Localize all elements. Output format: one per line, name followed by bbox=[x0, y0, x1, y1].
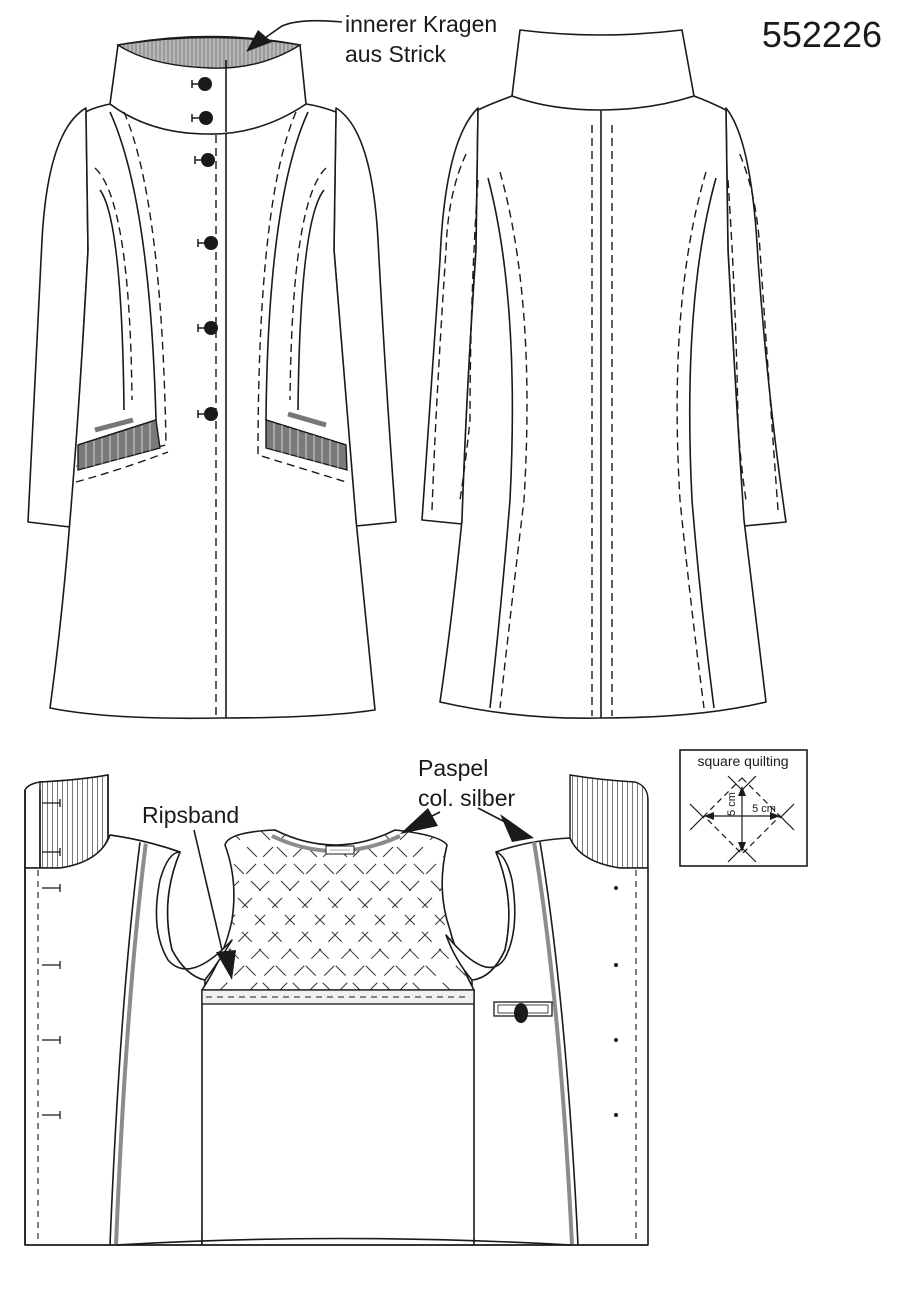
button bbox=[198, 77, 212, 91]
back-right-sleeve-stitch bbox=[737, 149, 779, 511]
ripsband-label: Ripsband bbox=[142, 802, 239, 828]
quilting-detail-box: square quilting 5 cm 5 cm bbox=[679, 749, 808, 867]
button bbox=[204, 321, 218, 335]
back-right-seam-stitch bbox=[676, 171, 707, 709]
collar-callout-line bbox=[261, 19, 343, 41]
inside-right-piping bbox=[532, 841, 574, 1246]
pocket-button bbox=[514, 1003, 528, 1023]
inside-pocket bbox=[493, 1001, 553, 1023]
back-view bbox=[421, 29, 787, 719]
front-left-hem-stitch bbox=[75, 451, 169, 483]
quilting-dim-horizontal: 5 cm bbox=[752, 803, 776, 815]
inside-left-facing-seam bbox=[109, 841, 141, 1246]
back-left-princess-seam bbox=[487, 177, 514, 709]
back-body bbox=[439, 95, 767, 719]
ripsband-callout-line bbox=[193, 829, 223, 951]
piping-callout-arrowhead-right bbox=[500, 814, 534, 842]
collar-label-line1: innerer Kragen bbox=[345, 11, 497, 37]
inside-left-piping bbox=[114, 841, 148, 1246]
piping-callout-line-right bbox=[477, 807, 506, 823]
back-left-side-stitch bbox=[459, 179, 479, 501]
inside-lining-hem bbox=[115, 1237, 573, 1246]
front-left-princess-seam bbox=[77, 111, 157, 446]
button bbox=[204, 407, 218, 421]
inside-left-armhole bbox=[109, 834, 233, 981]
button bbox=[199, 111, 213, 125]
piping-label-line2: col. silber bbox=[418, 785, 515, 811]
front-right-pocket-welt bbox=[265, 419, 348, 471]
front-left-pocket-welt bbox=[77, 419, 161, 471]
back-left-sleeve-stitch bbox=[431, 149, 469, 511]
back-collar bbox=[511, 29, 695, 111]
front-right-pocket-piping bbox=[287, 411, 327, 428]
collar-callout-arrowhead bbox=[246, 30, 272, 52]
back-right-princess-seam bbox=[688, 177, 717, 709]
front-right-seam-stitch bbox=[257, 111, 347, 483]
front-left-side-stitch bbox=[94, 167, 133, 401]
front-right-side-stitch bbox=[289, 167, 327, 401]
quilting-box-title: square quilting bbox=[697, 753, 788, 769]
front-left-side-seam bbox=[99, 189, 125, 411]
button bbox=[204, 236, 218, 250]
back-right-side-stitch bbox=[727, 179, 747, 501]
front-left-seam-stitch bbox=[75, 111, 167, 467]
inside-right-facing-seam bbox=[539, 841, 579, 1246]
back-left-seam-stitch bbox=[499, 171, 528, 709]
piping-callout-arrowhead-left bbox=[400, 808, 438, 834]
front-left-pocket-piping bbox=[94, 417, 134, 433]
inside-view bbox=[24, 774, 649, 1246]
inside-right-armhole bbox=[445, 851, 516, 981]
ripsband-callout-arrowhead bbox=[216, 950, 236, 980]
button bbox=[201, 153, 215, 167]
front-right-side-seam bbox=[297, 189, 325, 411]
model-number: 552226 bbox=[762, 14, 882, 55]
front-view bbox=[27, 35, 397, 720]
front-buttons bbox=[191, 77, 218, 421]
quilting-dim-vertical: 5 cm bbox=[726, 792, 738, 816]
collar-label-line2: aus Strick bbox=[345, 41, 446, 67]
piping-label-line1: Paspel bbox=[418, 755, 488, 781]
front-right-princess-seam bbox=[265, 111, 347, 446]
inside-back-lining bbox=[201, 989, 475, 1246]
